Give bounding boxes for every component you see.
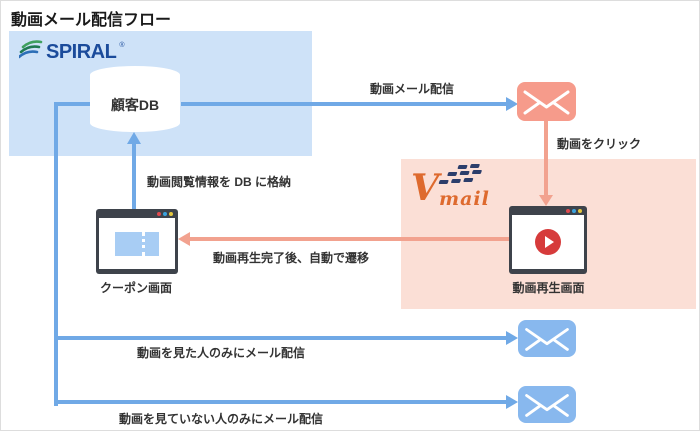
window-dot-red-icon (566, 209, 570, 213)
connector-coupon-to-db (132, 144, 136, 209)
connector-click-video (544, 121, 548, 195)
window-dot-yellow-icon (169, 212, 173, 216)
flow-label-video-mail-delivery: 動画メール配信 (369, 82, 454, 96)
flow-label-mail-to-not-watched: 動画を見ていない人のみにメール配信 (118, 412, 323, 426)
arrowhead-mail-not-watched (506, 395, 518, 409)
coupon-ticket-icon (115, 231, 159, 256)
database-cylinder-icon (90, 66, 180, 132)
window-dot-blue-icon (572, 209, 576, 213)
registered-trademark-mark: ® (119, 42, 125, 49)
window-dot-blue-icon (163, 212, 167, 216)
spiral-logo: SPIRAL ® (17, 39, 125, 66)
mail-icon-not-watched (518, 386, 576, 423)
vmail-mail-wordmark: mail (439, 188, 490, 210)
connector-left-vertical (54, 102, 58, 406)
window-dot-red-icon (157, 212, 161, 216)
window-dot-yellow-icon (578, 209, 582, 213)
flow-label-mail-to-watched: 動画を見た人のみにメール配信 (136, 346, 305, 360)
arrowhead-coupon-to-db (127, 132, 141, 144)
connector-mail-delivery (181, 102, 507, 106)
flow-label-click-video: 動画をクリック (557, 137, 642, 151)
customer-database-node: 顧客DB (89, 65, 181, 133)
window-control-dots (157, 212, 173, 216)
arrowhead-mail-delivery (506, 97, 518, 111)
play-button-icon (535, 229, 561, 255)
mail-icon-video-mail (517, 82, 576, 121)
flow-label-auto-transition: 動画再生完了後、自動で遷移 (212, 251, 369, 265)
video-player-screen-label: 動画再生画面 (512, 281, 585, 295)
arrowhead-auto-transition (178, 232, 190, 246)
spiral-wordmark: SPIRAL (46, 41, 117, 63)
connector-mail-not-watched (54, 400, 507, 404)
vmail-v-wordmark: V (411, 167, 439, 209)
arrowhead-click-video (539, 195, 553, 206)
flow-label-store-viewing-info: 動画閲覧情報を DB に格納 (147, 175, 292, 189)
film-dashes-icon (437, 164, 489, 195)
connector-mail-watched (54, 336, 507, 340)
mail-icon-watched (518, 320, 576, 357)
vmail-logo: V mail (411, 164, 496, 212)
spiral-logo-icon (17, 39, 43, 66)
coupon-window (96, 209, 178, 274)
page-title: 動画メール配信フロー (11, 12, 172, 29)
coupon-screen-label: クーポン画面 (99, 281, 172, 295)
video-player-window (509, 206, 587, 274)
customer-db-label: 顧客DB (110, 97, 160, 113)
connector-db-left (54, 102, 91, 106)
window-control-dots (566, 209, 582, 213)
arrowhead-mail-watched (506, 331, 518, 345)
connector-auto-transition (190, 237, 509, 241)
